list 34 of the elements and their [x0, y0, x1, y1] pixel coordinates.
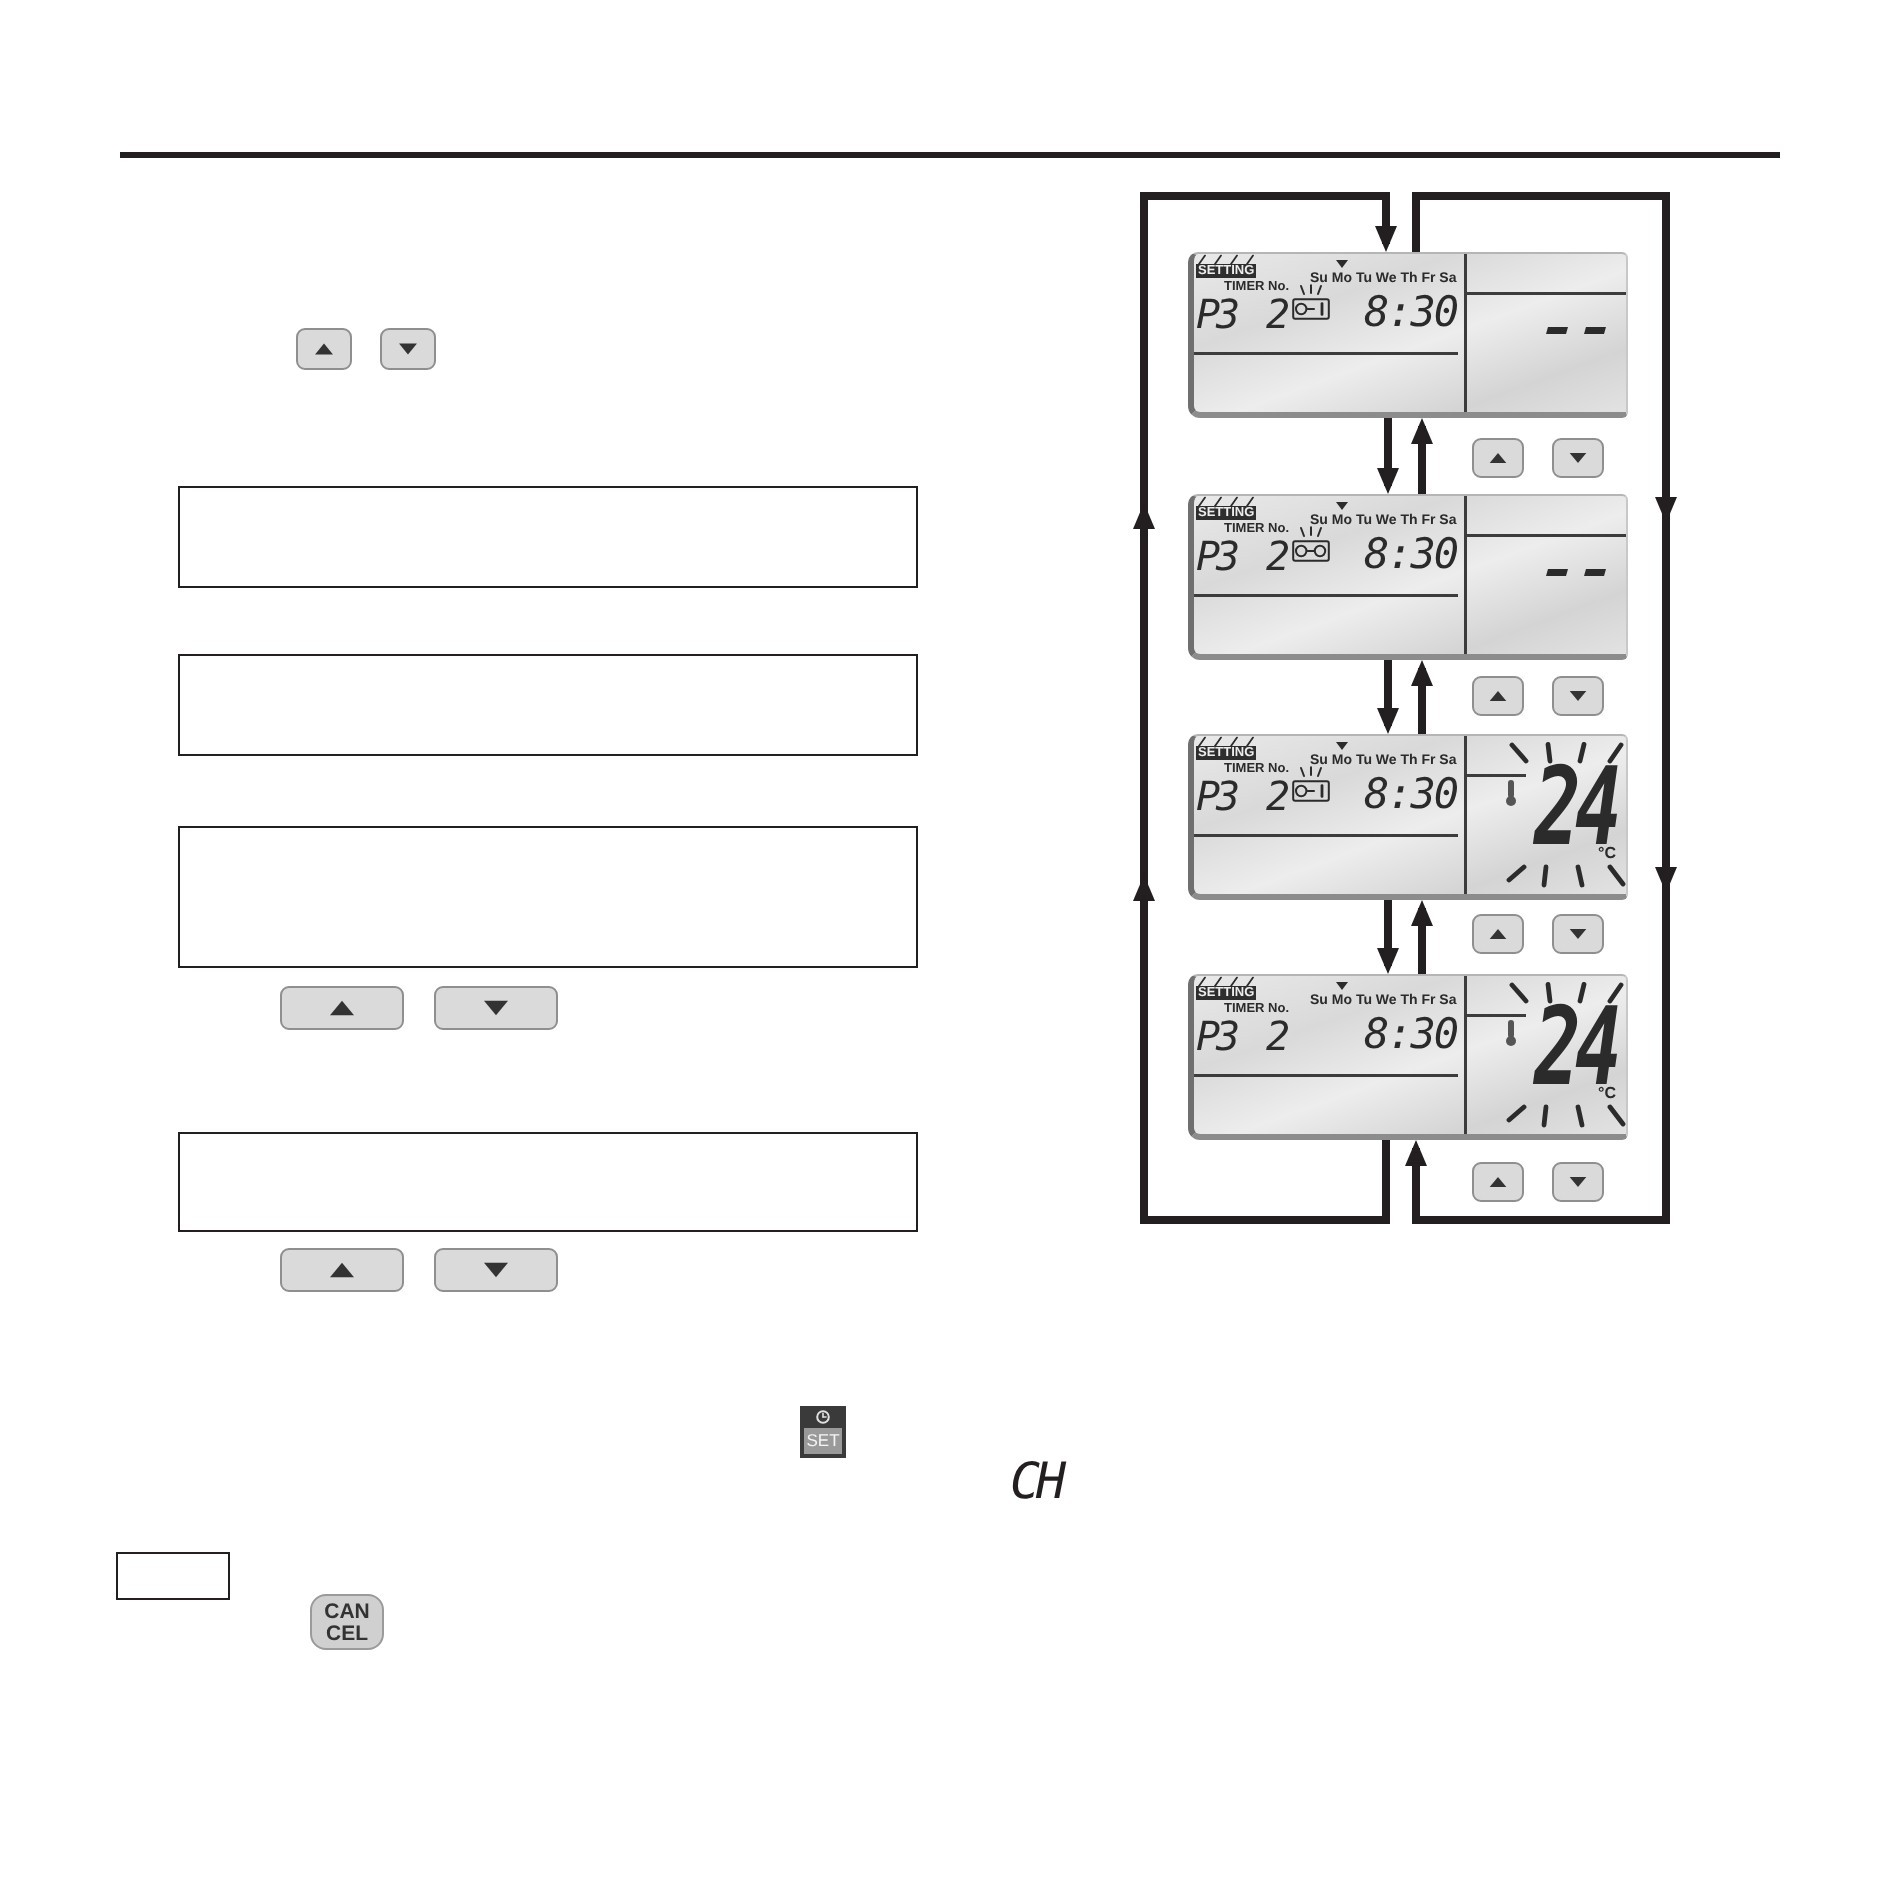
set-button: SET [800, 1406, 846, 1458]
lcd-screen [1188, 734, 1628, 900]
temperature-display: 24 [1534, 1006, 1617, 1089]
unit-label: °C [1598, 846, 1616, 862]
cancel-button: CAN CEL [310, 1594, 384, 1650]
lcd-screen [1188, 494, 1628, 660]
program-number: P3 [1196, 782, 1237, 813]
time-display: 8:30 [1364, 538, 1458, 571]
timer-number: 2 [1266, 542, 1287, 573]
time-display: 8:30 [1364, 296, 1458, 329]
arrow [1411, 900, 1433, 974]
arrow [1411, 660, 1433, 734]
arrow [1377, 660, 1399, 734]
time-display: 8:30 [1364, 778, 1458, 811]
lcd-screen [1188, 252, 1628, 418]
time-display: 8:30 [1364, 1018, 1458, 1051]
empty-box [178, 486, 918, 588]
lcd-screen [1188, 974, 1628, 1140]
arrow [1411, 418, 1433, 494]
program-number: P3 [1196, 542, 1237, 573]
empty-box [178, 654, 918, 756]
program-number: P3 [1196, 1022, 1237, 1053]
empty-box [116, 1552, 230, 1600]
arrow [1377, 418, 1399, 494]
empty-box [178, 826, 918, 968]
temperature-display: 24 [1534, 766, 1617, 849]
empty-box [178, 1132, 918, 1232]
timer-number: 2 [1266, 1022, 1287, 1053]
program-number: P3 [1196, 300, 1237, 331]
arrow [1377, 900, 1399, 974]
unit-label: °C [1598, 1086, 1616, 1102]
timer-number: 2 [1266, 782, 1287, 813]
display-code: CH [1010, 1462, 1063, 1501]
timer-number: 2 [1266, 300, 1287, 331]
